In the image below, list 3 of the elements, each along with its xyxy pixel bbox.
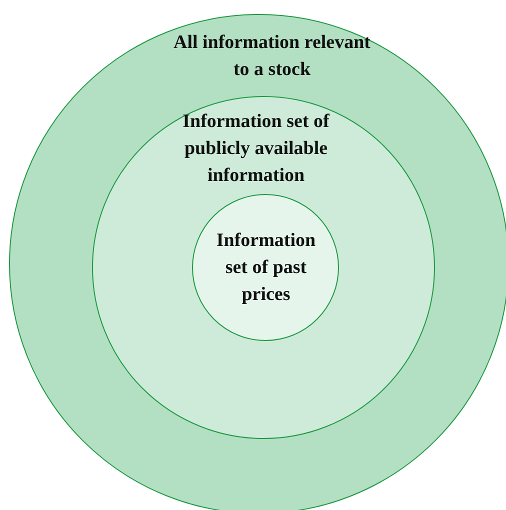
- circle-label: All information relevant to a stock: [172, 31, 372, 82]
- circle-label: Information set of past prices: [215, 229, 317, 307]
- circle-label: Information set of publicly available information: [182, 110, 330, 188]
